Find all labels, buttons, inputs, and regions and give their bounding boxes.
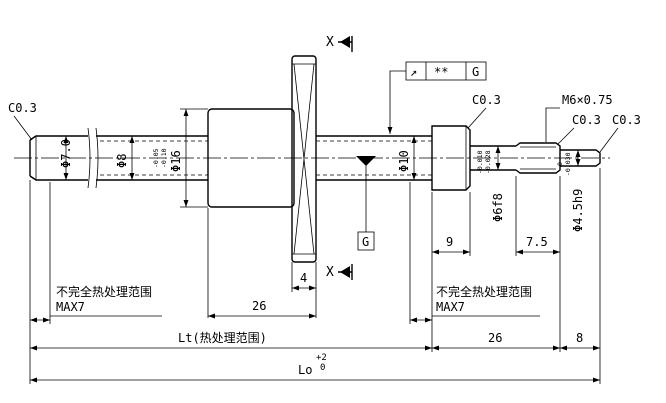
extension-lines [29,168,601,384]
diameter-d16: Φ16 -0.05 -0.10 [152,108,208,208]
dim-nut-length: 26 [208,299,316,319]
left-end-bottom [29,175,88,181]
tol-d45-lower: -0.030 [564,152,572,176]
dim-lo: Lo +2 0 [30,353,600,383]
datum-g: G [356,156,376,251]
diameter-d6f8: Φ6f8 -0.010 -0.028 [476,146,505,222]
tol-d6-lower: -0.028 [484,150,492,174]
section-label-top: X [326,35,334,50]
label-d6f8: Φ6f8 [491,193,505,222]
label-right-8: 8 [576,331,583,345]
thread-section [515,142,561,174]
datum-box [357,231,375,251]
nut-body [207,108,295,208]
label-d8: Φ8 [115,154,129,168]
section-mark-bottom: X [326,264,353,280]
label-flange-width: 4 [300,271,307,285]
tol-d16-lower: -0.10 [160,148,168,168]
section-arrowhead-top [340,36,350,48]
note-right-line2: MAX7 [436,300,465,314]
note-right: 不完全热处理范围 MAX7 [410,284,540,323]
note-left: 不完全热处理范围 MAX7 [30,284,162,323]
label-right-26: 26 [488,331,502,345]
note-right-line1: 不完全热处理范围 [436,284,532,299]
label-shoulder: 9 [446,235,453,249]
break-line-1 [87,127,91,189]
break-line-2 [95,127,99,189]
dim-thread: 7.5 [516,235,560,255]
shaft-body [29,55,601,263]
tol-d6-upper: -0.010 [476,150,484,174]
label-d10: Φ10 [397,150,411,172]
diameter-d8: Φ8 [115,136,135,180]
datum-box-label: G [362,235,369,249]
nut-flange [291,55,317,263]
label-nut-length: 26 [252,299,266,313]
chamfer-end: C0.3 [612,113,641,127]
dim-lt: Lt(热处理范围) [30,331,432,351]
dim-flange-width: 4 [292,271,316,291]
section-mark-top: X [326,35,353,52]
diameter-d45: Φ4.5h9 0 -0.030 [556,150,585,232]
label-d45h9: Φ4.5h9 [571,189,585,232]
tolerance-value: ** [434,65,448,79]
dim-right-8: 8 [560,331,600,351]
dim-right-26: 26 [432,331,560,351]
runout-symbol: ↗ [410,65,417,79]
chamfer-left: C0.3 [8,101,37,115]
flange-cross [293,63,315,255]
tol-d45-upper: 0 [556,162,564,166]
section-arrowhead-bottom [340,266,350,278]
tolerance-frame: ↗ ** G [387,61,487,134]
label-thread: 7.5 [526,235,548,249]
label-d7: Φ7.0 [59,139,73,168]
diameter-d10: Φ10 [397,136,417,180]
tol-lo-lower: 0 [320,363,325,373]
label-lt: Lt(热处理范围) [178,331,267,345]
datum-triangle [356,156,376,166]
dim-shoulder: 9 [432,235,470,255]
datum-ref: G [472,65,479,79]
label-lo: Lo [298,363,312,377]
frame-leader [387,70,406,134]
section-label-bottom: X [326,265,334,280]
note-left-line1: 不完全热处理范围 [56,284,152,299]
chamfer-thread: C0.3 [572,113,601,127]
thread-spec: M6×0.75 [562,93,613,107]
tol-d16-upper: -0.05 [152,148,160,168]
note-left-line2: MAX7 [56,300,85,314]
tol-lo-upper: +2 [316,353,327,363]
diameter-d7: Φ7.0 [59,136,73,180]
d45-end [560,149,601,167]
label-d16: Φ16 [169,150,183,172]
chamfer-shoulder: C0.3 [472,93,501,107]
